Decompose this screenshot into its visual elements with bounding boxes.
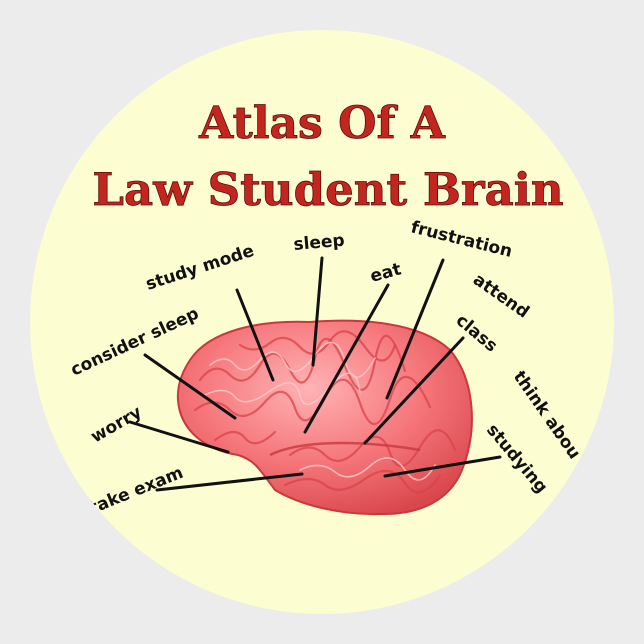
label-sleep: sleep [293, 231, 346, 255]
pointer-eat [303, 283, 390, 434]
pointer-worry [128, 420, 230, 454]
pointer-take-exam [155, 472, 304, 492]
pointer-attend-class [363, 336, 465, 445]
pointer-consider-sleep [143, 353, 237, 420]
pointer-frustration [385, 258, 445, 400]
pointer-sleep [311, 256, 324, 367]
pointer-studying [383, 455, 502, 478]
title-line-2: Law Student Brain [92, 163, 563, 216]
title-line-1: Atlas Of A [198, 98, 446, 149]
pointer-study-mode [235, 288, 275, 382]
